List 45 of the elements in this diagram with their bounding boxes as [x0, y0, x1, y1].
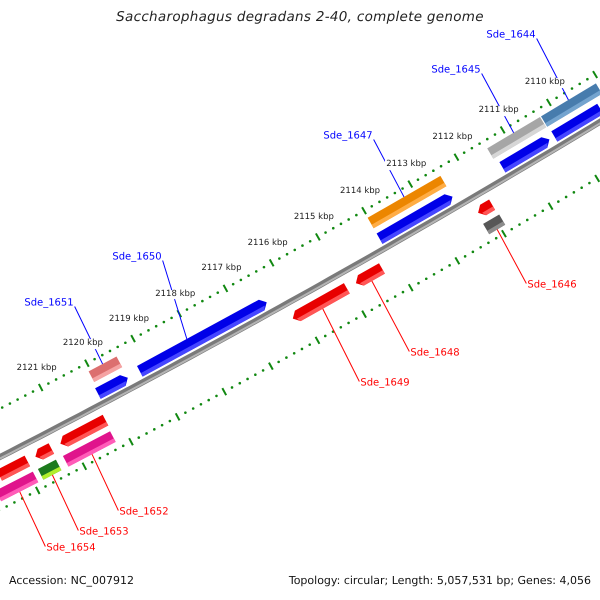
gene-label: Sde_1653: [79, 526, 129, 538]
leader-line: [92, 454, 119, 511]
scale-label: 2118 kbp: [154, 290, 196, 300]
pointed-gene-bar: [478, 200, 496, 216]
gene-label: Sde_1651: [24, 298, 74, 308]
genome-summary-text: Topology: circular; Length: 5,057,531 bp; Genes: 4,056: [288, 574, 591, 587]
leader-line: [322, 308, 360, 382]
gene-label: Sde_1648: [410, 348, 460, 358]
pointed-gene-bar: [292, 283, 350, 322]
pointed-gene-bar: [35, 443, 54, 460]
gene-label: Sde_1644: [486, 30, 536, 40]
gene-label: Sde_1654: [46, 542, 96, 554]
gene-bar: [38, 460, 62, 480]
scale-label: 2121 kbp: [16, 364, 58, 374]
gene-label: Sde_1645: [431, 64, 481, 76]
gene-label: Sde_1650: [112, 252, 162, 262]
gene-bar: [483, 214, 506, 234]
leader-line: [162, 260, 188, 340]
pointed-gene-bar: [499, 137, 550, 172]
pointed-gene-bar: [95, 375, 128, 399]
scale-label: 2117 kbp: [200, 264, 242, 274]
scale-label: 2120 kbp: [62, 339, 104, 350]
scale-label: 2110 kbp: [524, 78, 566, 88]
gene-bar: [0, 472, 38, 502]
pointed-gene-bar: [376, 194, 452, 244]
gene-label: Sde_1646: [527, 280, 577, 290]
leader-line: [371, 280, 410, 352]
scale-label: 2111 kbp: [478, 106, 520, 116]
diagram-title: Saccharophagus degradans 2-40, complete genome: [115, 9, 485, 25]
scale-label: 2114 kbp: [339, 186, 382, 197]
gene-label: Sde_1649: [360, 378, 410, 388]
scale-label: 2113 kbp: [385, 160, 428, 170]
scale-label: 2119 kbp: [108, 314, 150, 324]
leader-line: [496, 229, 527, 284]
pointed-gene-bar: [356, 263, 385, 286]
leader-line: [19, 491, 46, 547]
gene-label: Sde_1652: [119, 506, 169, 518]
gene-bar: [551, 104, 600, 142]
accession-text: Accession: NC_007912: [9, 574, 134, 587]
scale-label: 2112 kbp: [431, 133, 474, 144]
leader-line: [52, 474, 79, 531]
gene-bar: [62, 431, 116, 467]
gene-label: Sde_1647: [323, 130, 373, 142]
scale-label: 2115 kbp: [292, 213, 335, 223]
scale-label: 2116 kbp: [246, 238, 289, 249]
